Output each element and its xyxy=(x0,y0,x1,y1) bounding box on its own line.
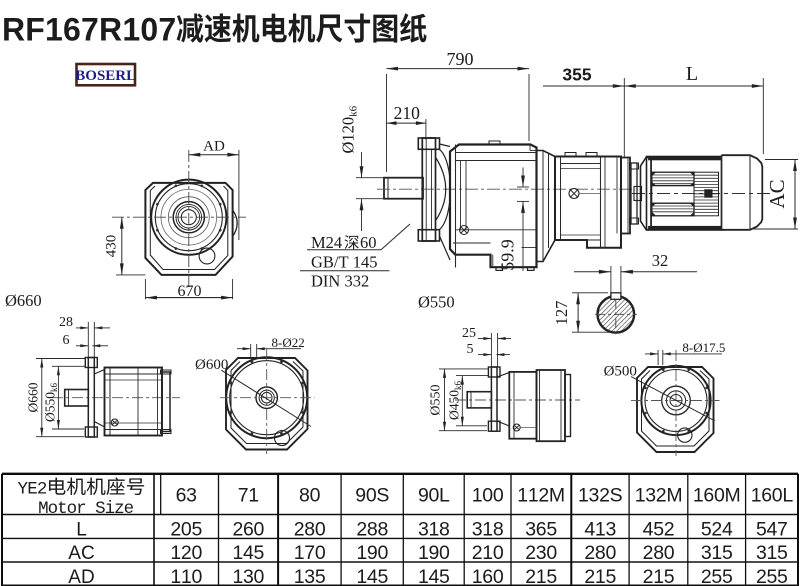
svg-text:GB/T 145: GB/T 145 xyxy=(311,253,377,272)
svg-text:L: L xyxy=(686,63,698,85)
svg-text:AD: AD xyxy=(68,567,94,586)
svg-text:130: 130 xyxy=(232,566,264,586)
svg-text:255: 255 xyxy=(701,566,733,586)
svg-text:524: 524 xyxy=(701,519,733,541)
svg-text:Ø600: Ø600 xyxy=(195,357,228,373)
svg-text:127: 127 xyxy=(552,301,571,326)
svg-text:413: 413 xyxy=(584,519,616,541)
svg-text:215: 215 xyxy=(525,566,557,586)
svg-text:255: 255 xyxy=(756,566,788,586)
svg-text:318: 318 xyxy=(472,519,504,541)
svg-text:132M: 132M xyxy=(635,484,683,506)
svg-text:Ø500: Ø500 xyxy=(604,364,637,380)
svg-text:160L: 160L xyxy=(751,484,794,506)
svg-text:280: 280 xyxy=(584,542,616,564)
svg-text:315: 315 xyxy=(756,542,788,564)
svg-text:M24: M24 xyxy=(311,233,342,252)
svg-text:32: 32 xyxy=(652,251,669,270)
svg-text:110: 110 xyxy=(170,566,202,586)
svg-text:Ø550: Ø550 xyxy=(429,384,444,415)
svg-text:315: 315 xyxy=(701,542,733,564)
svg-text:170: 170 xyxy=(294,542,326,564)
svg-text:670: 670 xyxy=(178,283,202,300)
svg-text:430: 430 xyxy=(104,235,120,258)
svg-text:145: 145 xyxy=(356,566,388,586)
svg-text:280: 280 xyxy=(643,542,675,564)
svg-text:25: 25 xyxy=(462,326,476,341)
svg-text:100: 100 xyxy=(472,484,504,506)
svg-text:452: 452 xyxy=(643,519,675,541)
svg-text:Motor Size: Motor Size xyxy=(38,499,134,519)
svg-text:318: 318 xyxy=(418,519,450,541)
svg-text:790: 790 xyxy=(447,49,474,69)
svg-text:210: 210 xyxy=(394,103,421,123)
svg-text:5: 5 xyxy=(467,342,474,357)
svg-text:71: 71 xyxy=(238,484,259,506)
svg-text:80: 80 xyxy=(299,484,321,506)
svg-text:365: 365 xyxy=(525,519,557,541)
svg-text:132S: 132S xyxy=(578,484,623,506)
svg-text:YE2: YE2 xyxy=(18,480,47,500)
svg-text:AC: AC xyxy=(765,179,789,208)
svg-text:288: 288 xyxy=(356,519,388,541)
svg-text:90S: 90S xyxy=(355,484,389,506)
svg-text:120: 120 xyxy=(170,542,202,564)
svg-text:190: 190 xyxy=(418,542,450,564)
svg-text:215: 215 xyxy=(643,566,675,586)
svg-text:RF167R107: RF167R107 xyxy=(2,12,176,48)
svg-text:205: 205 xyxy=(170,519,202,541)
svg-text:145: 145 xyxy=(232,542,264,564)
svg-text:AC: AC xyxy=(68,543,94,564)
svg-text:Ø120k6: Ø120k6 xyxy=(339,105,360,153)
svg-text:355: 355 xyxy=(562,65,591,85)
svg-text:AD: AD xyxy=(203,139,225,155)
svg-text:59.9: 59.9 xyxy=(498,239,518,271)
svg-text:260: 260 xyxy=(232,519,264,541)
svg-text:280: 280 xyxy=(294,519,326,541)
svg-text:210: 210 xyxy=(472,542,504,564)
svg-text:63: 63 xyxy=(176,484,197,506)
svg-text:28: 28 xyxy=(59,315,73,330)
svg-text:160M: 160M xyxy=(693,484,741,506)
svg-text:8-Ø17.5: 8-Ø17.5 xyxy=(682,340,725,355)
svg-text:190: 190 xyxy=(356,542,388,564)
svg-text:6: 6 xyxy=(63,333,70,348)
svg-text:BOSERL: BOSERL xyxy=(75,68,136,84)
svg-text:Ø450k6: Ø450k6 xyxy=(447,381,464,421)
svg-text:Ø550: Ø550 xyxy=(418,293,455,312)
svg-text:145: 145 xyxy=(418,566,450,586)
svg-text:8-Ø22: 8-Ø22 xyxy=(272,335,305,350)
svg-text:112M: 112M xyxy=(517,484,565,506)
svg-text:Ø660: Ø660 xyxy=(26,382,41,412)
svg-text:135: 135 xyxy=(294,566,326,586)
svg-text:90L: 90L xyxy=(418,484,450,506)
svg-text:L: L xyxy=(76,520,87,541)
svg-text:60: 60 xyxy=(360,233,377,252)
svg-text:160: 160 xyxy=(472,566,504,586)
svg-text:DIN 332: DIN 332 xyxy=(311,272,369,291)
svg-text:547: 547 xyxy=(756,519,788,541)
svg-text:230: 230 xyxy=(525,542,557,564)
svg-text:215: 215 xyxy=(584,566,616,586)
svg-text:Ø550k6: Ø550k6 xyxy=(43,383,60,423)
svg-text:Ø660: Ø660 xyxy=(5,291,42,310)
